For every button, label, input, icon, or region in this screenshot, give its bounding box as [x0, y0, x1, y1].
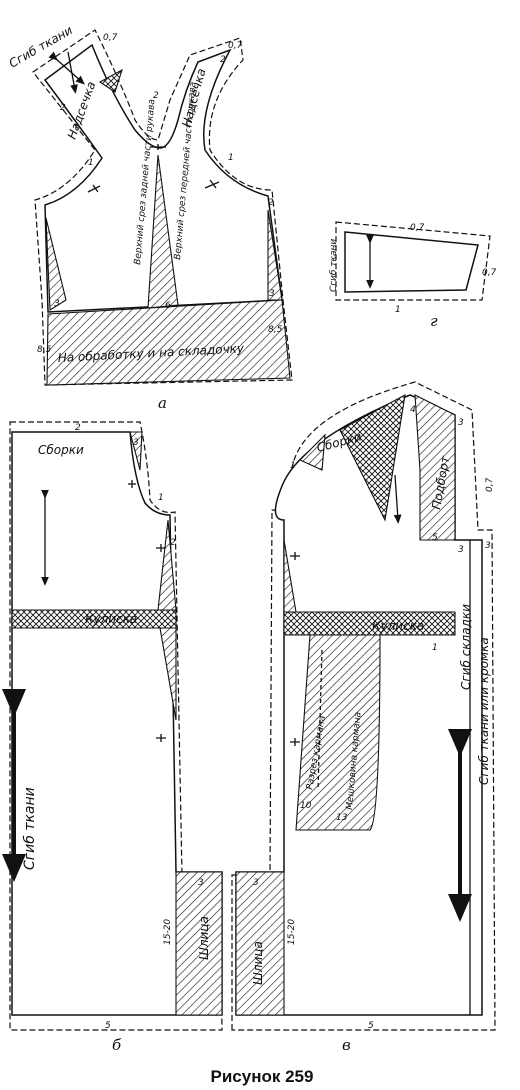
dim-label: 3: [458, 545, 464, 555]
left-side-wedge: [45, 217, 67, 311]
dim-label: 5: [432, 533, 438, 543]
dim-label: 1: [395, 305, 401, 315]
pocket-bag: [295, 634, 381, 831]
facing: [414, 394, 456, 541]
slit-range-label: 15-20: [287, 919, 297, 945]
slit-range-label: 15-20: [163, 919, 173, 945]
figure-caption: Рисунок 259: [211, 1067, 314, 1086]
dim-label: 0,7: [485, 477, 495, 492]
dim-label: 3: [485, 541, 491, 551]
gathers-label: Сборки: [38, 443, 84, 457]
grain-arrow: [67, 51, 78, 94]
neck-dart: [98, 68, 123, 93]
notch-mark: [150, 144, 166, 150]
slit: [235, 871, 285, 1016]
slit-label: Шлица: [197, 916, 211, 960]
figure-v-front: Сборки Кулиска Подборт Разрез кармана Ме…: [231, 381, 496, 1054]
fold-selvage-label: Сгиб ткани или кромка: [477, 637, 491, 785]
dim-label: 3: [198, 878, 204, 888]
fold-label: Сгиб ткани: [329, 239, 339, 292]
drawstring-label: Кулиска: [372, 619, 424, 633]
dim-label: 0,7: [482, 268, 497, 278]
pocket-cut-line: [317, 649, 323, 791]
dim-label: 2: [75, 423, 81, 433]
notch-mark: [156, 544, 166, 552]
notch-mark: [128, 480, 136, 488]
fold-pleat-label: Сгиб складки: [459, 604, 473, 690]
sleeve-outline: [43, 43, 283, 313]
drawstring-band: [11, 609, 177, 629]
notch-mark: [204, 179, 220, 189]
dim-label: 1: [228, 153, 234, 163]
seam-allowance-outline: [9, 421, 223, 1031]
fold-label: Сгиб ткани: [22, 787, 38, 870]
dim-label: 13: [336, 813, 348, 823]
dim-label: 3: [253, 878, 259, 888]
facing-band: [46, 299, 291, 386]
center-wedge: [147, 154, 179, 309]
dim-label: 1: [290, 461, 296, 471]
dim-label: 2: [220, 55, 226, 65]
seam-allowance-outline: [231, 381, 496, 1031]
dim-label: 2: [170, 538, 176, 548]
side-wedge: [283, 539, 297, 613]
dim-label: 5: [368, 1021, 374, 1031]
drawstring-band: [283, 611, 456, 636]
notch-mark: [290, 552, 300, 560]
dim-label: 3: [458, 418, 464, 428]
dim-label: 1: [158, 493, 164, 503]
armhole-wedge: [129, 431, 143, 471]
notch-mark: [290, 738, 300, 746]
seam-allowance-outline: [335, 221, 491, 301]
subfig-label-v: в: [342, 1036, 351, 1054]
figure-b-back: Сборки Кулиска Сгиб ткани Шлица 15-20 2 …: [2, 421, 223, 1054]
dim-label: 3: [54, 299, 60, 309]
fold-arrow: [48, 51, 85, 85]
figure-g-piece: Сгиб ткани 0,7 0,7 1 г: [329, 221, 497, 330]
dim-label: 8,5: [268, 325, 283, 335]
notch-mark: [156, 734, 166, 742]
slit: [175, 871, 223, 1016]
subfig-label-b: б: [112, 1036, 122, 1054]
dim-label: 3: [133, 438, 139, 448]
dim-label: 1: [88, 158, 94, 168]
grain-arrow-small: [393, 474, 402, 524]
dim-label: 2: [60, 103, 66, 113]
yoke-insert: [339, 393, 406, 522]
dim-label: 0,7: [103, 33, 118, 43]
drawstring-label: Кулиска: [85, 612, 137, 626]
dim-label: 5: [105, 1021, 111, 1031]
dim-label: 2: [268, 198, 274, 208]
fold-label: Сгиб ткани: [7, 23, 76, 71]
piece-outline: [344, 231, 479, 293]
figure-a-sleeve: Сгиб ткани Надсечка Надсечка Верхний сре…: [7, 23, 293, 412]
armhole-wedge: [299, 433, 326, 471]
dim-label: 8,5: [37, 345, 52, 355]
dim-label: 3: [269, 289, 275, 299]
dim-label: 2: [153, 91, 159, 101]
dim-label: 6: [165, 301, 171, 311]
notch-mark: [87, 184, 101, 193]
dim-label: 0,7: [410, 223, 425, 233]
dim-label: 1: [432, 643, 438, 653]
subfig-label-g: г: [430, 312, 438, 330]
dim-label: 4: [410, 405, 416, 415]
dim-label: 10: [300, 801, 312, 811]
seam-allowance-outline: [32, 29, 293, 386]
subfig-label-a: а: [158, 394, 167, 412]
dim-label: 0,7: [228, 41, 243, 51]
slit-label: Шлица: [251, 941, 265, 985]
